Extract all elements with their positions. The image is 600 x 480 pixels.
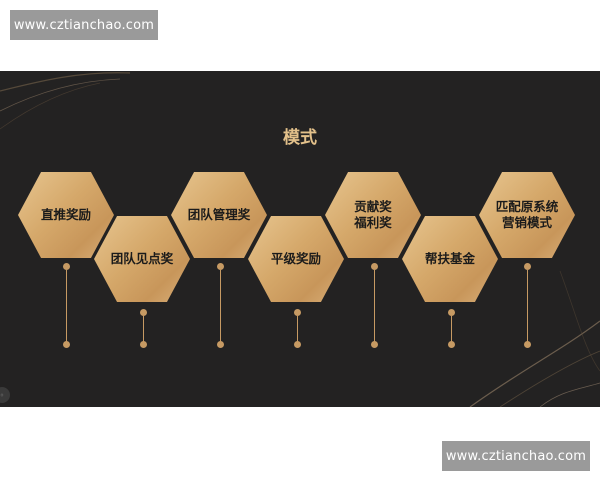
hex-contribution-welfare-reward: 贡献奖 福利奖 xyxy=(325,172,421,258)
connector-dot-bottom xyxy=(448,341,455,348)
watermark-top: www.cztianchao.com xyxy=(10,10,158,40)
hex-label: 团队见点奖 xyxy=(110,251,174,266)
hex-label: 直推奖励 xyxy=(40,207,91,222)
connector-stem xyxy=(66,270,67,344)
hex-label: 帮扶基金 xyxy=(424,251,475,266)
connector-stem xyxy=(143,316,144,344)
hex-label: 平级奖励 xyxy=(270,251,321,266)
connector-stem xyxy=(220,270,221,344)
hex-label: 贡献奖 福利奖 xyxy=(354,199,392,230)
hex-team-view-point-reward: 团队见点奖 xyxy=(94,216,190,302)
connector-dot-bottom xyxy=(140,341,147,348)
connector-dot-bottom xyxy=(63,341,70,348)
connector-stem xyxy=(527,270,528,344)
slide-title: 模式 xyxy=(283,128,317,148)
connector-stem xyxy=(374,270,375,344)
connector-dot-top xyxy=(140,309,147,316)
connector-dot-top xyxy=(371,263,378,270)
connector-dot-top xyxy=(524,263,531,270)
background-swirl-lines xyxy=(0,72,600,407)
connector-dot-top xyxy=(63,263,70,270)
hex-peer-level-reward: 平级奖励 xyxy=(248,216,344,302)
connector-stem xyxy=(297,316,298,344)
connector-dot-bottom xyxy=(294,341,301,348)
hex-team-management-reward: 团队管理奖 xyxy=(171,172,267,258)
hex-label: 团队管理奖 xyxy=(187,207,251,222)
connector-dot-bottom xyxy=(524,341,531,348)
hex-label: 匹配原系统 营销模式 xyxy=(495,199,559,230)
connector-dot-bottom xyxy=(371,341,378,348)
hex-direct-referral-reward: 直推奖励 xyxy=(18,172,114,258)
hex-match-original-system: 匹配原系统 营销模式 xyxy=(479,172,575,258)
connector-stem xyxy=(451,316,452,344)
connector-dot-top xyxy=(217,263,224,270)
watermark-bottom: www.cztianchao.com xyxy=(442,441,590,471)
connector-dot-top xyxy=(448,309,455,316)
slide-canvas: 模式 直推奖励 团队见点奖 团队管理奖 平级奖励 贡献奖 福利奖 帮扶基金 匹配… xyxy=(0,71,600,407)
connector-dot-top xyxy=(294,309,301,316)
hex-assistance-fund: 帮扶基金 xyxy=(402,216,498,302)
connector-dot-bottom xyxy=(217,341,224,348)
slide-corner-icon: ◦ xyxy=(0,387,10,403)
